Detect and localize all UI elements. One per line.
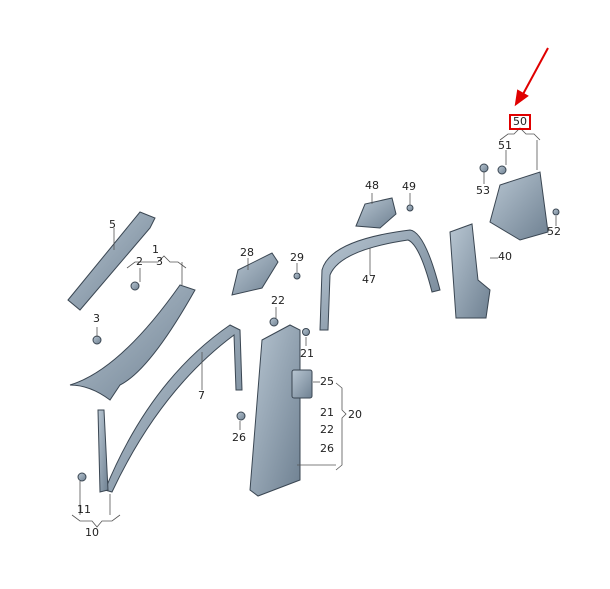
label-3-group: 3 — [156, 255, 163, 268]
label-50-highlighted[interactable]: 50 — [509, 114, 531, 130]
label-40: 40 — [498, 250, 512, 263]
label-28: 28 — [240, 246, 254, 259]
part-7-shape — [104, 324, 243, 493]
part-47-shape — [319, 229, 441, 331]
label-29: 29 — [290, 251, 304, 264]
part-26-shape — [236, 411, 246, 421]
label-25: 25 — [320, 375, 334, 388]
label-22-group: 22 — [320, 423, 334, 436]
label-53: 53 — [476, 184, 490, 197]
part-49-shape — [406, 204, 414, 212]
part-10-shape — [97, 409, 109, 493]
label-11: 11 — [77, 503, 91, 516]
label-22: 22 — [271, 294, 285, 307]
label-3: 3 — [93, 312, 100, 325]
label-21: 21 — [300, 347, 314, 360]
label-7: 7 — [198, 389, 205, 402]
label-20: 20 — [348, 408, 362, 421]
label-49: 49 — [402, 180, 416, 193]
label-21-group: 21 — [320, 406, 334, 419]
part-21-shape — [302, 328, 310, 336]
part-3-shape — [92, 335, 102, 345]
part-52-shape — [552, 208, 560, 216]
part-2-shape — [130, 281, 140, 291]
label-51: 51 — [498, 139, 512, 152]
label-47: 47 — [362, 273, 376, 286]
label-48: 48 — [365, 179, 379, 192]
part-11-shape — [77, 472, 87, 482]
part-5-shape — [67, 211, 156, 311]
label-1: 1 — [152, 243, 159, 256]
part-40-shape — [449, 223, 491, 319]
label-26-group: 26 — [320, 442, 334, 455]
part-50-shape — [489, 171, 549, 241]
label-2: 2 — [136, 255, 143, 268]
label-52: 52 — [547, 225, 561, 238]
part-29-shape — [293, 272, 301, 280]
part-48-shape — [355, 197, 397, 229]
part-53-shape — [479, 163, 489, 173]
label-26: 26 — [232, 431, 246, 444]
part-22-shape — [269, 317, 279, 327]
label-10: 10 — [85, 526, 99, 539]
part-20-shape — [249, 324, 301, 497]
part-51-shape — [497, 165, 507, 175]
part-1-shape — [69, 284, 196, 401]
part-25-shape — [291, 369, 313, 399]
red-arrow-icon — [514, 47, 549, 107]
label-5: 5 — [109, 218, 116, 231]
part-28-shape — [231, 252, 279, 296]
